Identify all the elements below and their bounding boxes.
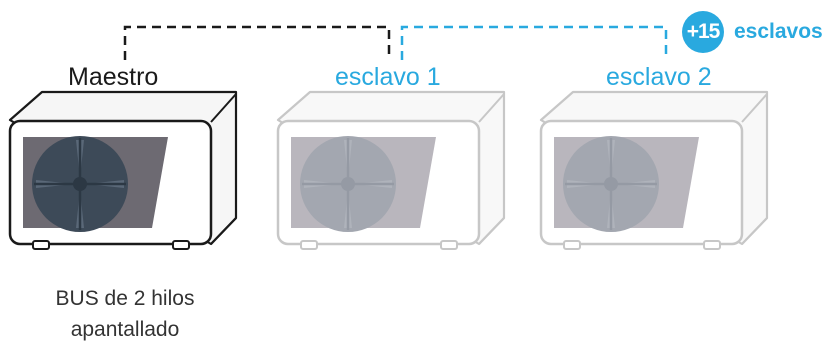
slave-unit-1 xyxy=(276,90,506,250)
master-bus-line xyxy=(123,25,391,60)
master-unit xyxy=(8,90,238,250)
fan-icon xyxy=(300,136,396,232)
slave-2-label: esclavo 2 xyxy=(606,63,712,91)
slave-unit-2 xyxy=(539,90,769,250)
master-label: Maestro xyxy=(68,63,159,91)
expansion-count-badge: +15 xyxy=(682,11,724,53)
fan-icon xyxy=(32,136,128,232)
bus-caption-line-2: apantallado xyxy=(70,318,180,341)
bus-caption-line-1: BUS de 2 hilos xyxy=(55,287,195,310)
slave-bus-line xyxy=(400,25,668,60)
expansion-label: esclavos xyxy=(734,20,823,43)
bus-caption: BUS de 2 hilos apantallado xyxy=(20,283,230,345)
fan-icon xyxy=(563,136,659,232)
slave-1-label: esclavo 1 xyxy=(335,63,441,91)
